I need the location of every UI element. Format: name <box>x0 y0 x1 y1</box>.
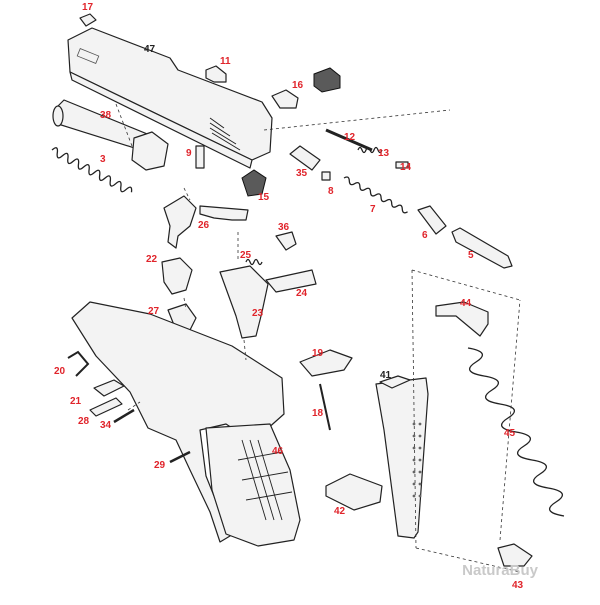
callout-35: 35 <box>296 168 308 179</box>
callout-38: 38 <box>100 110 112 121</box>
trigger-housing-pin <box>265 269 317 293</box>
extractor-depressor <box>271 67 341 109</box>
slide-lock <box>89 397 123 417</box>
callout-3: 3 <box>100 154 106 165</box>
callout-20: 20 <box>54 366 66 377</box>
magazine-insert <box>497 543 533 567</box>
callout-11: 11 <box>220 56 231 67</box>
callout-43: 43 <box>512 580 524 591</box>
callout-29: 29 <box>154 460 166 471</box>
rear-sight <box>205 65 227 83</box>
firing-pin-safety-spring <box>343 176 408 214</box>
firing-pin-safety <box>417 205 447 235</box>
callout-26: 26 <box>198 220 210 231</box>
callout-42: 42 <box>334 506 346 517</box>
callout-25: 25 <box>240 250 252 261</box>
callout-36: 36 <box>278 222 290 233</box>
callout-17: 17 <box>82 2 94 13</box>
slide-cover-plate <box>241 169 267 197</box>
magazine-floor-plate <box>325 473 383 511</box>
watermark-logo: NaturaBuy <box>462 562 538 579</box>
firing-pin-spring <box>357 146 383 154</box>
magazine-catch <box>93 379 125 397</box>
receiver-frame <box>71 301 301 547</box>
recoil-spring <box>51 147 133 193</box>
slide-stop-lever-spring <box>161 257 193 295</box>
extractor <box>451 227 513 269</box>
callout-19: 19 <box>312 348 324 359</box>
callout-46: 46 <box>272 446 284 457</box>
barrel <box>52 99 169 171</box>
callout-9: 9 <box>186 148 192 159</box>
callout-22: 22 <box>146 254 158 265</box>
callout-12: 12 <box>344 132 356 143</box>
slide-lock-spring <box>113 408 135 424</box>
slide-stop-lever <box>299 349 353 377</box>
callout-13: 13 <box>378 148 390 159</box>
callout-18: 18 <box>312 408 324 419</box>
callout-6: 6 <box>422 230 428 241</box>
callout-44: 44 <box>460 298 472 309</box>
callout-labels: 17 47 11 16 38 9 12 13 14 3 35 8 7 15 26… <box>54 2 524 591</box>
callout-45: 45 <box>504 428 516 439</box>
spring-loaded-bearing <box>195 145 205 169</box>
assembly-guidelines <box>115 103 521 573</box>
firing-pin-channel-liner <box>289 145 321 171</box>
spacer-sleeve <box>395 161 409 169</box>
callout-34: 34 <box>100 420 112 431</box>
magazine-spring <box>467 347 565 517</box>
callout-21: 21 <box>70 396 82 407</box>
magazine-catch-spring <box>67 350 90 377</box>
callout-15: 15 <box>258 192 270 203</box>
callout-7: 7 <box>370 204 376 215</box>
callout-5: 5 <box>468 250 474 261</box>
slide <box>67 27 273 169</box>
trigger-pin-29 <box>169 450 191 464</box>
magazine-tube <box>375 375 429 539</box>
trigger-mechanism-housing <box>163 195 249 249</box>
trigger-spring <box>245 258 263 266</box>
callout-24: 24 <box>296 288 308 299</box>
callout-8: 8 <box>328 186 334 197</box>
trigger-with-trigger-bar <box>219 265 269 339</box>
trigger-pin <box>275 231 297 251</box>
firing-pin <box>325 128 373 152</box>
front-sight <box>79 13 97 27</box>
callout-14: 14 <box>400 162 412 173</box>
callout-47: 47 <box>144 44 156 55</box>
callout-41: 41 <box>380 370 392 381</box>
callout-16: 16 <box>292 80 304 91</box>
magazine-follower <box>435 301 489 337</box>
trigger-housing-pin-18 <box>319 383 331 431</box>
spring-cups <box>321 171 331 181</box>
callout-23: 23 <box>252 308 264 319</box>
callout-28: 28 <box>78 416 90 427</box>
callout-27: 27 <box>148 306 160 317</box>
